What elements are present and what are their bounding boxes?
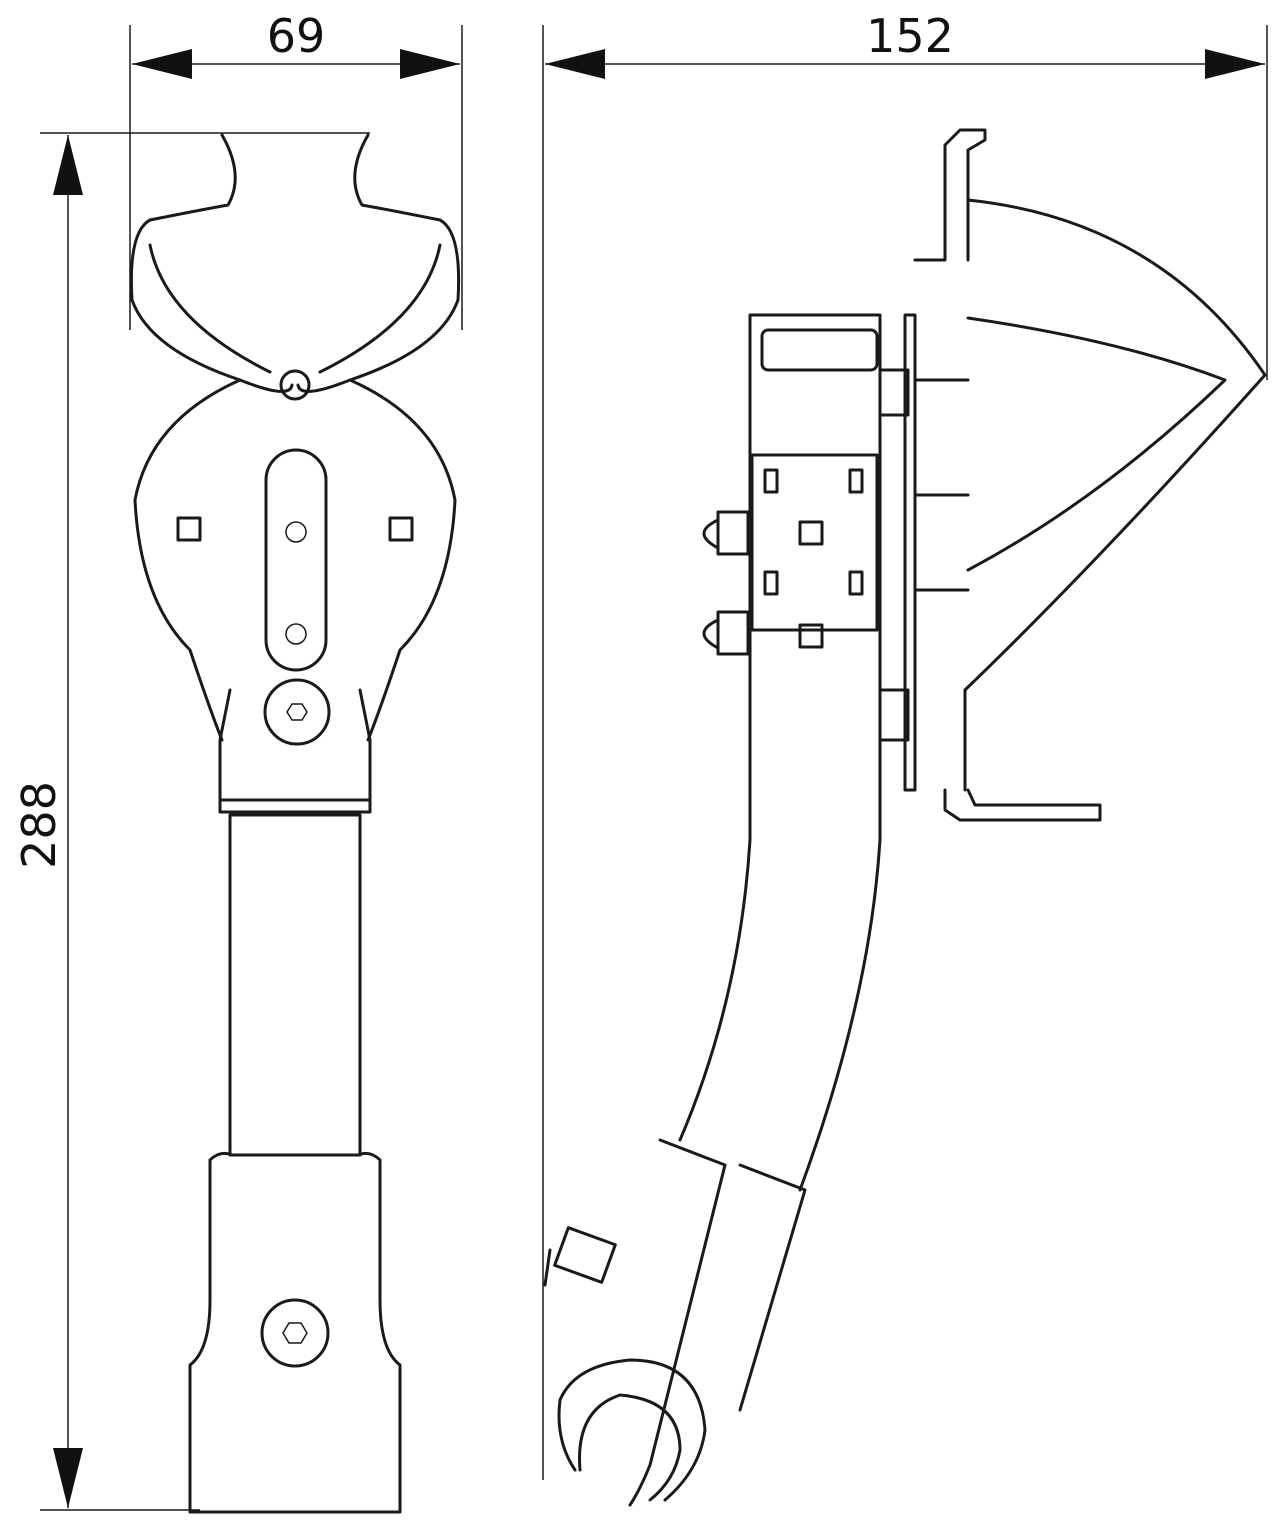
dimension-side-width: 152	[542, 9, 1268, 1480]
dimension-label-69: 69	[267, 9, 326, 63]
dimension-front-width: 69	[129, 9, 463, 330]
dimension-label-152: 152	[866, 9, 954, 63]
dimension-height: 288	[12, 132, 370, 1511]
side-view	[543, 128, 1267, 1507]
front-view	[129, 133, 461, 1514]
dimension-label-288: 288	[12, 781, 66, 869]
